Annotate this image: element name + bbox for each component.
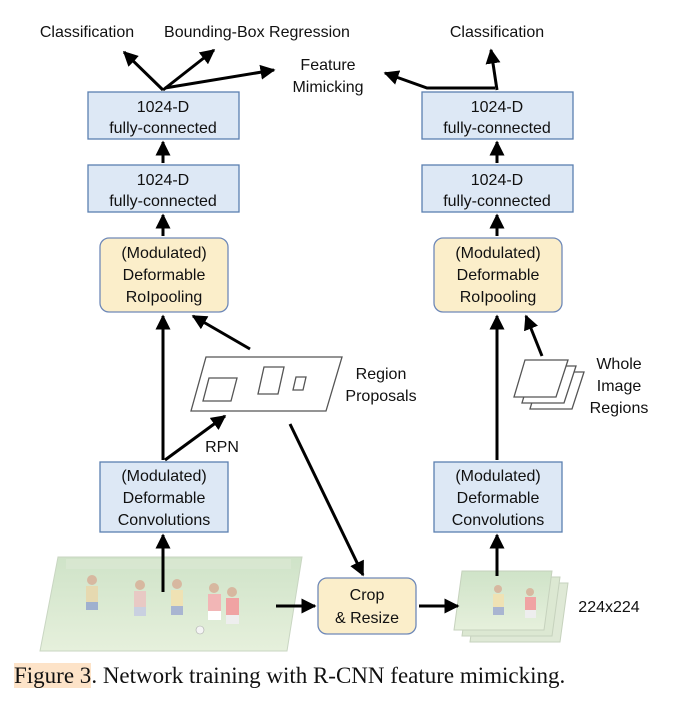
svg-text:(Modulated): (Modulated)	[455, 245, 540, 262]
svg-text:(Modulated): (Modulated)	[121, 468, 206, 485]
feature-mimicking-label-line2: Mimicking	[292, 79, 363, 96]
figure-number: Figure 3	[14, 663, 92, 688]
region-proposals-label-line2: Proposals	[345, 388, 416, 405]
figure-caption: Figure 3. Network training with R-CNN fe…	[14, 663, 565, 689]
svg-text:Crop: Crop	[350, 587, 385, 604]
svg-text:Deformable: Deformable	[457, 490, 540, 507]
arrow-to-classification-left	[122, 50, 165, 92]
arrow-proposals-to-crop	[288, 423, 365, 577]
svg-text:& Resize: & Resize	[335, 610, 399, 627]
fc-mid-left-box: 1024-D fully-connected	[87, 164, 240, 213]
svg-text:Convolutions: Convolutions	[118, 512, 211, 529]
svg-text:1024-D: 1024-D	[471, 99, 523, 116]
whole-image-regions-label-line1: Whole	[596, 356, 641, 373]
arrow-to-classification-right	[485, 48, 501, 91]
svg-text:RoIpooling: RoIpooling	[126, 289, 203, 306]
svg-text:1024-D: 1024-D	[471, 172, 523, 189]
classification-left-label: Classification	[40, 24, 134, 41]
svg-text:Convolutions: Convolutions	[452, 512, 545, 529]
size-label: 224x224	[578, 599, 639, 616]
classification-right-label: Classification	[450, 24, 544, 41]
bbox-regression-label: Bounding-Box Regression	[164, 24, 350, 41]
conv-right-box: (Modulated) Deformable Convolutions	[433, 461, 563, 533]
fc-top-left-box: 1024-D fully-connected	[87, 91, 240, 140]
svg-text:Deformable: Deformable	[123, 267, 206, 284]
svg-text:(Modulated): (Modulated)	[121, 245, 206, 262]
whole-image-regions-stack	[513, 359, 585, 410]
svg-text:1024-D: 1024-D	[137, 172, 189, 189]
roipool-left-box: (Modulated) Deformable RoIpooling	[99, 237, 229, 313]
svg-text:RoIpooling: RoIpooling	[460, 289, 537, 306]
roipool-right-box: (Modulated) Deformable RoIpooling	[433, 237, 563, 313]
input-image	[39, 556, 303, 652]
whole-image-regions-label-line3: Regions	[590, 400, 649, 417]
svg-text:fully-connected: fully-connected	[109, 120, 217, 137]
svg-text:Deformable: Deformable	[457, 267, 540, 284]
arrow-to-feature-mimicking-right	[383, 70, 495, 90]
conv-left-box: (Modulated) Deformable Convolutions	[99, 461, 229, 533]
svg-text:fully-connected: fully-connected	[109, 193, 217, 210]
svg-text:Deformable: Deformable	[123, 490, 206, 507]
arrow-rpn	[164, 414, 227, 462]
feature-mimicking-label-line1: Feature	[300, 57, 355, 74]
svg-text:1024-D: 1024-D	[137, 99, 189, 116]
arrow-to-feature-mimicking-left	[164, 64, 276, 90]
fc-mid-right-box: 1024-D fully-connected	[421, 164, 574, 213]
whole-image-regions-label-line2: Image	[597, 378, 642, 395]
fc-top-right-box: 1024-D fully-connected	[421, 91, 574, 140]
caption-text: . Network training with R-CNN feature mi…	[91, 663, 566, 688]
svg-text:(Modulated): (Modulated)	[455, 468, 540, 485]
rpn-label: RPN	[205, 439, 239, 456]
arrow-to-bbox-regression	[162, 48, 216, 92]
cropped-image-stack	[453, 570, 569, 643]
arrow-whole-regions-to-roipool	[524, 314, 544, 357]
crop-resize-box: Crop & Resize	[317, 577, 417, 635]
svg-text:fully-connected: fully-connected	[443, 120, 551, 137]
region-proposals-label-line1: Region	[356, 366, 407, 383]
svg-text:fully-connected: fully-connected	[443, 193, 551, 210]
arrow-proposals-to-roipool	[191, 314, 251, 351]
region-proposals-plane	[190, 356, 343, 412]
